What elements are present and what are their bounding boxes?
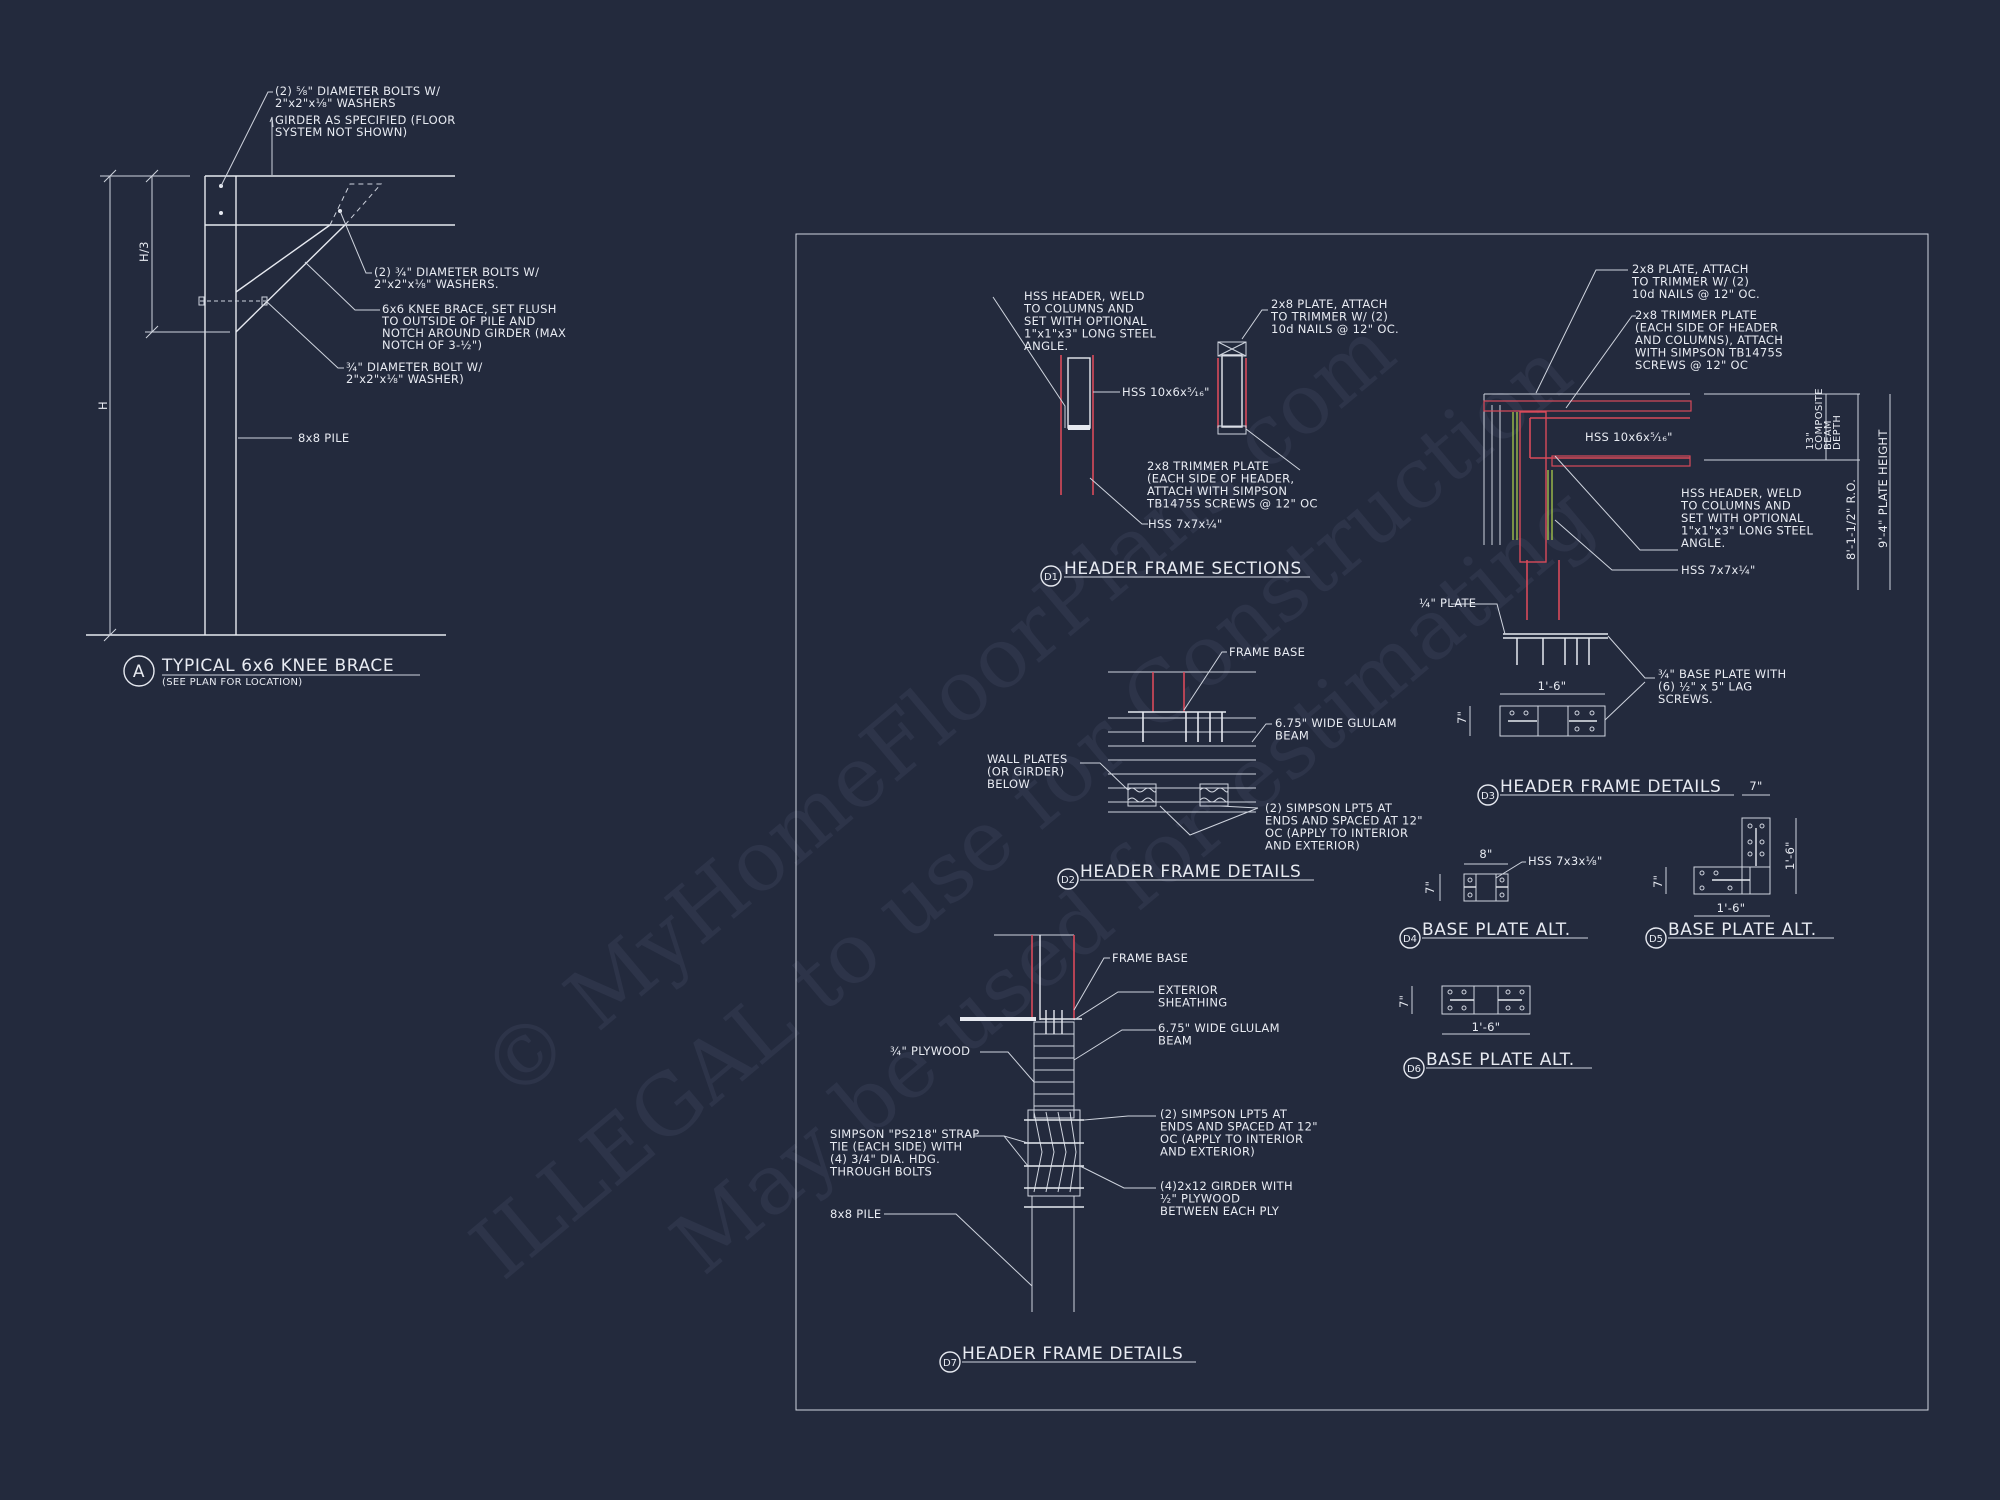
note-d3-hss-7x7: HSS 7x7x¼" bbox=[1681, 563, 1756, 577]
d6-title: BASE PLATE ALT. bbox=[1426, 1050, 1575, 1070]
note-d2-frame-base: FRAME BASE bbox=[1229, 645, 1305, 659]
sheet-border bbox=[795, 233, 1929, 1411]
detail-d3: 1'-6" 7" 13"COMPOSITEBEAMDEPTH 8'-1-1/2"… bbox=[1419, 262, 1891, 806]
d1-marker: D1 bbox=[1044, 572, 1058, 583]
note-a-bolts-3-4: (2) ¾" DIAMETER BOLTS W/2"x2"x⅛" WASHERS… bbox=[374, 265, 539, 291]
watermark-line-2: ILLEGAL to use for Construction bbox=[453, 322, 1590, 1298]
d4-title: BASE PLATE ALT. bbox=[1422, 920, 1571, 940]
d3-dim-height: 7" bbox=[1455, 711, 1469, 724]
d3-dim-plate-height: 9'-4" PLATE HEIGHT bbox=[1876, 429, 1890, 548]
note-a-bolts-5-8: (2) ⅝" DIAMETER BOLTS W/2"x2"x⅛" WASHERS bbox=[275, 84, 440, 110]
d5-dim-bottom: 1'-6" bbox=[1717, 901, 1746, 915]
note-d7-plywood: ¾" PLYWOOD bbox=[890, 1044, 970, 1058]
d1-title: HEADER FRAME SECTIONS bbox=[1064, 559, 1302, 579]
note-d3-hss-10x6: HSS 10x6x⁵⁄₁₆" bbox=[1585, 430, 1673, 444]
d3-marker: D3 bbox=[1481, 791, 1495, 802]
detail-a-title: TYPICAL 6x6 KNEE BRACE bbox=[161, 656, 394, 676]
d4-dim-width: 8" bbox=[1479, 847, 1492, 861]
d4-dim-height: 7" bbox=[1423, 881, 1437, 894]
d6-dim-height: 7" bbox=[1397, 995, 1411, 1008]
d3-dim-width: 1'-6" bbox=[1538, 679, 1567, 693]
d5-dim-top: 7" bbox=[1749, 779, 1762, 793]
d6-marker: D6 bbox=[1407, 1064, 1421, 1075]
note-d7-pile: 8x8 PILE bbox=[830, 1207, 882, 1221]
detail-d5: 7" 1'-6" 7" 1'-6" D5 BASE PLATE ALT. bbox=[1645, 779, 1834, 949]
detail-d6: 7" 1'-6" D6 BASE PLATE ALT. bbox=[1397, 985, 1592, 1079]
note-a-bolt: ¾" DIAMETER BOLT W/2"x2"x⅛" WASHER) bbox=[346, 360, 483, 386]
d3-title: HEADER FRAME DETAILS bbox=[1500, 777, 1721, 797]
d7-title: HEADER FRAME DETAILS bbox=[962, 1344, 1183, 1364]
d3-dim-ro: 8'-1-1/2" R.O. bbox=[1844, 479, 1858, 560]
note-d1-hss-7x7: HSS 7x7x¼" bbox=[1148, 517, 1223, 531]
dim-h: H bbox=[96, 401, 110, 410]
detail-a-marker: A bbox=[133, 662, 145, 682]
d7-marker: D7 bbox=[943, 1358, 957, 1369]
note-d1-trimmer: 2x8 TRIMMER PLATE(EACH SIDE OF HEADER,AT… bbox=[1146, 459, 1318, 511]
note-d3-quarter-plate: ¼" PLATE bbox=[1419, 596, 1476, 610]
d5-marker: D5 bbox=[1649, 934, 1663, 945]
d5-dim-height: 7" bbox=[1651, 875, 1665, 888]
d2-title: HEADER FRAME DETAILS bbox=[1080, 862, 1301, 882]
d6-dim-width: 1'-6" bbox=[1472, 1020, 1501, 1034]
note-d2-wall-plates: WALL PLATES(OR GIRDER)BELOW bbox=[987, 752, 1068, 791]
d4-note: HSS 7x3x⅛" bbox=[1528, 854, 1603, 868]
d5-title: BASE PLATE ALT. bbox=[1668, 920, 1817, 940]
note-d7-frame-base: FRAME BASE bbox=[1112, 951, 1188, 965]
note-d1-hss-10x6: HSS 10x6x⁵⁄₁₆" bbox=[1122, 385, 1210, 399]
note-a-pile: 8x8 PILE bbox=[298, 431, 350, 445]
detail-a-subtitle: (SEE PLAN FOR LOCATION) bbox=[162, 677, 303, 688]
d3-dim-composite: 13"COMPOSITEBEAMDEPTH bbox=[1805, 388, 1843, 450]
detail-a-knee-brace: H/3 H (2) ⅝" DIAMETER BOLTS W/2"x2"x⅛" W… bbox=[86, 84, 566, 688]
dim-h3: H/3 bbox=[137, 241, 151, 262]
d4-marker: D4 bbox=[1403, 934, 1417, 945]
d2-marker: D2 bbox=[1061, 875, 1075, 886]
watermark: © MyHomeFloorPlans.com ILLEGAL to use fo… bbox=[453, 300, 1611, 1298]
d5-dim-side: 1'-6" bbox=[1783, 841, 1797, 870]
detail-d4: 8" 7" HSS 7x3x⅛" D4 BASE PLATE ALT. bbox=[1399, 847, 1603, 949]
